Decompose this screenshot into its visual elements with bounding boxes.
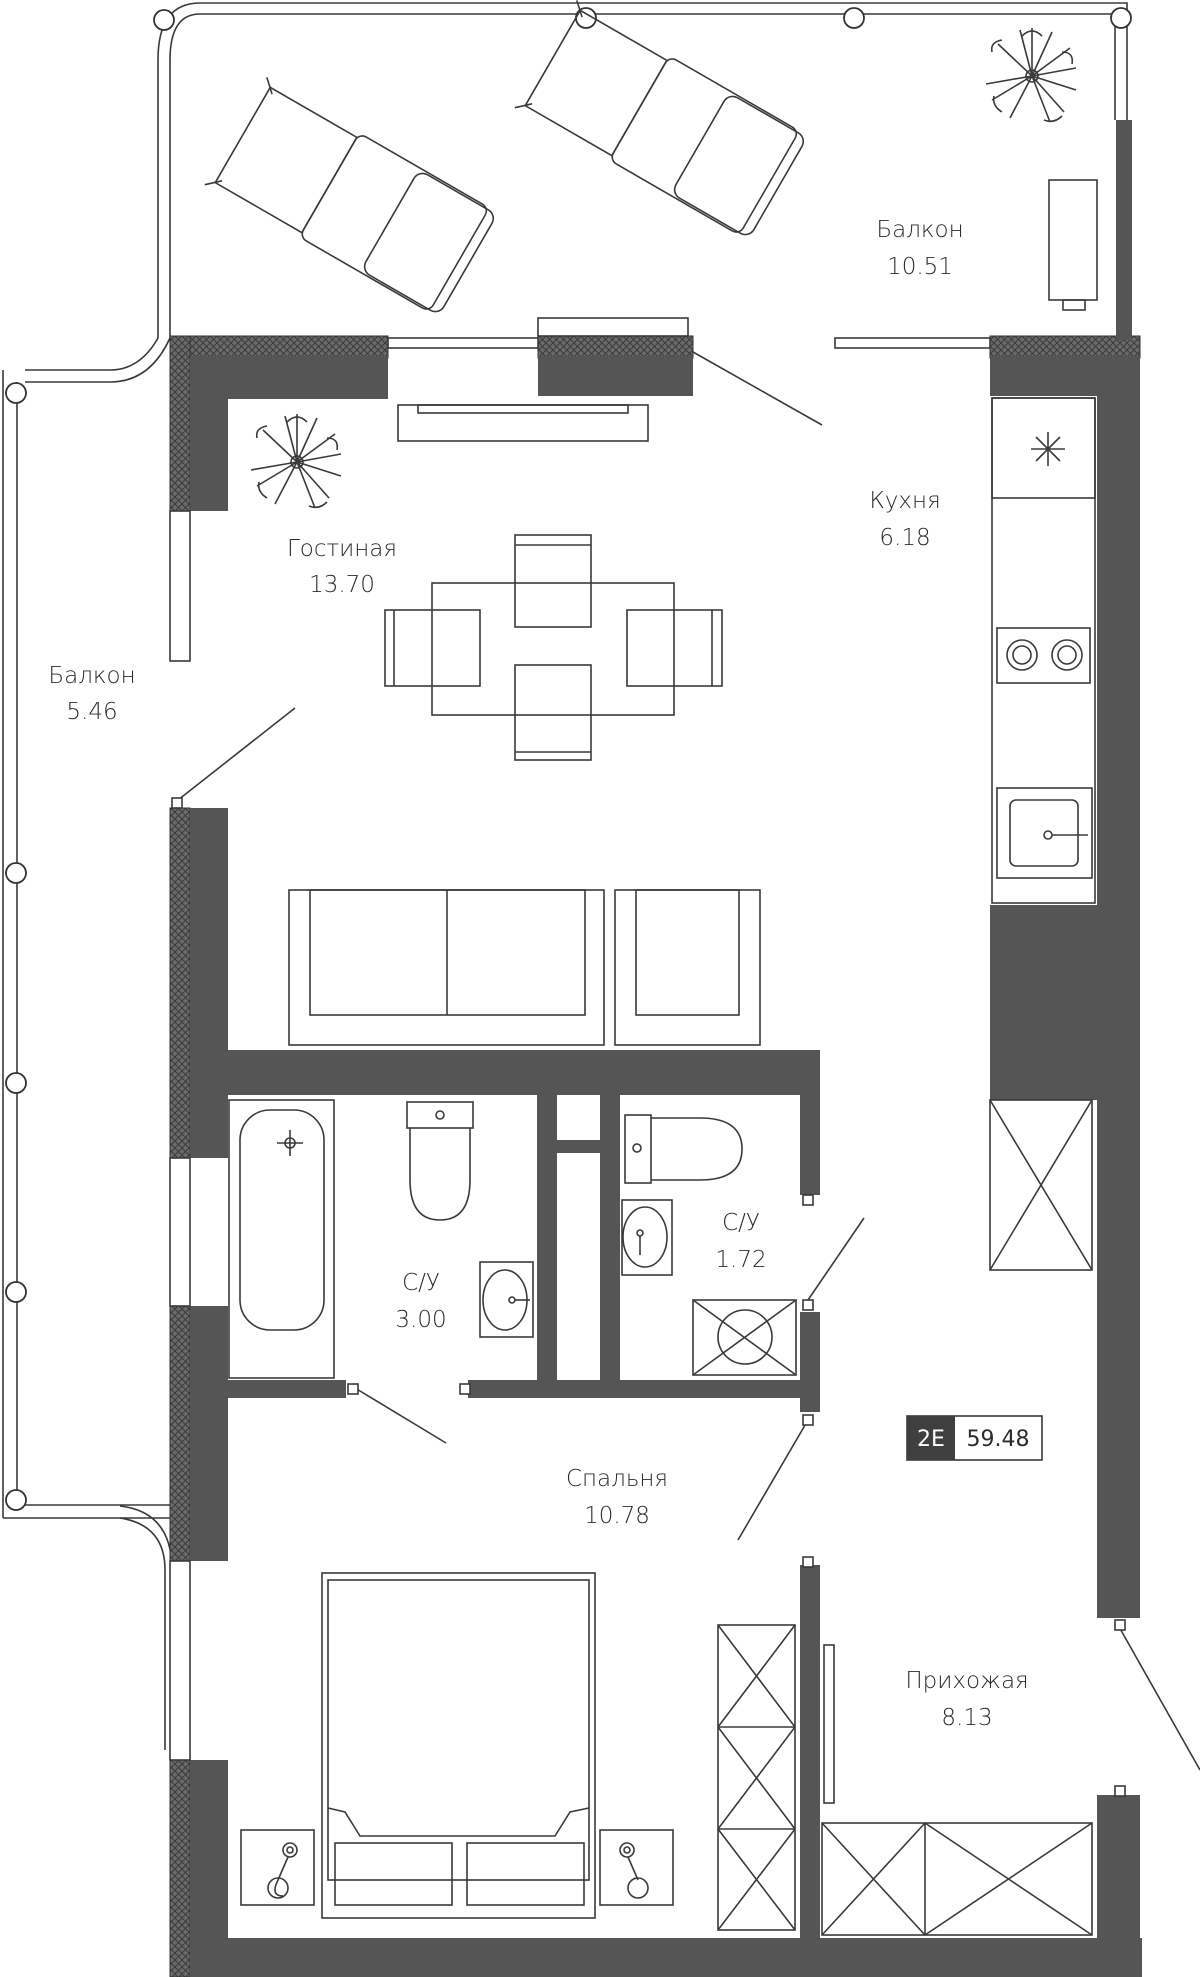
room-label-balcony-left: Балкон 5.46 (48, 663, 135, 725)
room-label-balcony-top: Балкон 10.51 (876, 217, 963, 280)
svg-text:С/У: С/У (402, 1270, 440, 1296)
apartment-total-area: 59.48 (967, 1427, 1030, 1452)
room-label-bedroom: Спальня 10.78 (566, 1466, 668, 1529)
toilet-icon (624, 1114, 743, 1184)
bathtub-icon (228, 1099, 335, 1379)
svg-text:3.00: 3.00 (395, 1307, 446, 1333)
room-label-bathroom-small: С/У 1.72 (715, 1210, 766, 1273)
mirror-icon (823, 1644, 835, 1804)
wardrobe-icon (717, 1624, 796, 1931)
nightstand-icon (240, 1829, 315, 1906)
svg-text:Балкон: Балкон (876, 217, 963, 243)
washbasin-icon (621, 1199, 673, 1276)
left-balcony-railing (2, 370, 173, 1750)
room-label-bathroom-large: С/У 3.00 (395, 1270, 446, 1333)
svg-text:Кухня: Кухня (869, 488, 940, 514)
plant-icon (985, 28, 1077, 123)
svg-text:5.46: 5.46 (66, 699, 117, 725)
svg-text:Балкон: Балкон (48, 663, 135, 689)
sun-lounger-icon (204, 77, 495, 313)
interior-walls (190, 120, 1142, 1977)
side-table-icon (1048, 179, 1098, 311)
door-swings (171, 351, 1200, 1797)
svg-text:6.18: 6.18 (879, 525, 930, 551)
plant-icon (250, 414, 342, 509)
svg-text:Гостиная: Гостиная (287, 536, 397, 562)
sun-lounger-icon (514, 0, 805, 236)
washing-machine-icon (692, 1299, 797, 1376)
svg-text:10.78: 10.78 (584, 1503, 650, 1529)
room-label-kitchen: Кухня 6.18 (869, 488, 940, 551)
svg-text:13.70: 13.70 (309, 572, 375, 598)
apartment-badge: 2Е 59.48 (906, 1415, 1043, 1461)
wardrobe-icon (989, 1099, 1093, 1271)
washbasin-icon (479, 1261, 534, 1338)
svg-text:Прихожая: Прихожая (905, 1668, 1028, 1694)
stove-icon (996, 627, 1091, 684)
svg-text:8.13: 8.13 (941, 1705, 992, 1731)
svg-text:10.51: 10.51 (887, 254, 953, 280)
windows (169, 317, 991, 1761)
toilet-icon (406, 1101, 474, 1221)
dining-table-icon (384, 534, 723, 761)
kitchen-counter-icon (991, 397, 1096, 904)
svg-text:1.72: 1.72 (715, 1247, 766, 1273)
apartment-type-code: 2Е (917, 1427, 945, 1452)
shoe-cabinet-icon (821, 1822, 1093, 1936)
tv-stand-icon (397, 404, 649, 442)
room-label-living: Гостиная 13.70 (287, 536, 397, 598)
svg-text:С/У: С/У (722, 1210, 760, 1236)
nightstand-icon (599, 1829, 674, 1906)
svg-text:Спальня: Спальня (566, 1466, 668, 1492)
sofa-icon (288, 889, 761, 1046)
sink-icon (996, 787, 1093, 879)
railing-posts (5, 7, 1132, 1511)
room-label-hallway: Прихожая 8.13 (905, 1668, 1028, 1731)
bed-icon (321, 1572, 596, 1919)
